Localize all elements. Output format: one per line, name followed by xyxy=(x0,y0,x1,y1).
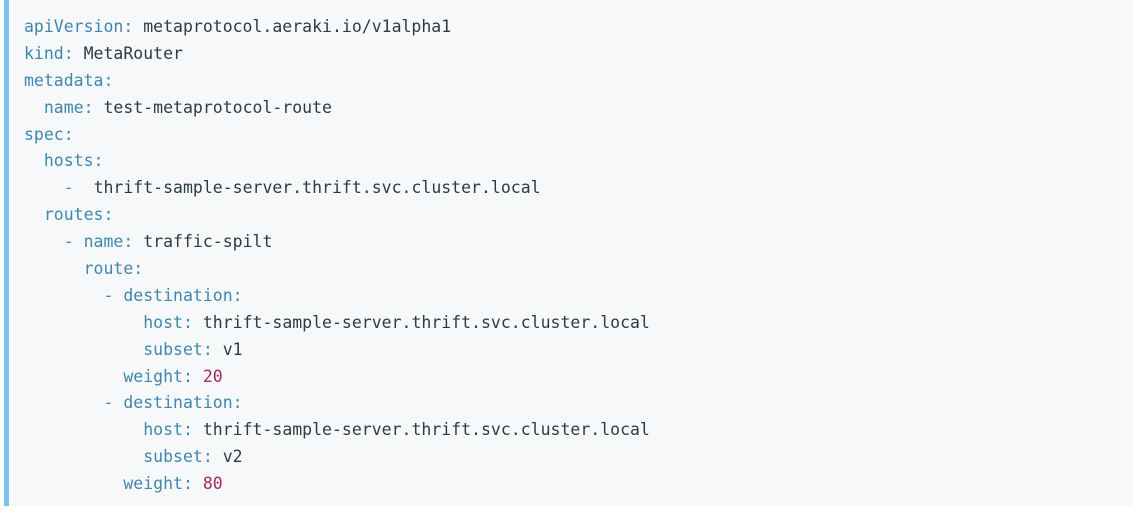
yaml-key: weight xyxy=(123,474,183,494)
code-indent xyxy=(24,393,103,412)
yaml-key: destination xyxy=(123,393,233,413)
code-space xyxy=(133,17,143,36)
yaml-key: hosts xyxy=(43,151,94,171)
code-block[interactable]: apiVersion: metaprotocol.aeraki.io/v1alp… xyxy=(4,0,1133,506)
yaml-colon: : xyxy=(202,339,213,359)
code-line: kind: MetaRouter xyxy=(24,41,1133,68)
code-indent xyxy=(24,232,64,251)
yaml-scalar-value: MetaRouter xyxy=(83,43,183,63)
code-line: subset: v2 xyxy=(24,444,1133,471)
yaml-colon: : xyxy=(232,393,243,413)
code-indent xyxy=(24,205,44,224)
code-space xyxy=(133,232,143,251)
yaml-scalar-value: thrift-sample-server.thrift.svc.cluster.… xyxy=(93,178,541,198)
code-indent xyxy=(24,447,143,466)
yaml-scalar-value: thrift-sample-server.thrift.svc.cluster.… xyxy=(202,420,650,440)
code-space xyxy=(193,474,203,493)
code-line: hosts: xyxy=(24,148,1133,175)
code-indent xyxy=(24,313,143,332)
yaml-key: name xyxy=(83,232,124,252)
code-space xyxy=(94,98,104,117)
code-space xyxy=(74,44,84,63)
yaml-colon: : xyxy=(63,43,74,63)
code-line: subset: v1 xyxy=(24,337,1133,364)
code-indent xyxy=(24,259,84,278)
code-line: spec: xyxy=(24,122,1133,149)
yaml-colon: : xyxy=(123,232,134,252)
code-space xyxy=(193,420,203,439)
yaml-number-value: 20 xyxy=(202,366,223,386)
yaml-sequence-dash: - xyxy=(103,285,124,305)
code-line: name: test-metaprotocol-route xyxy=(24,95,1133,122)
yaml-scalar-value: test-metaprotocol-route xyxy=(103,97,332,117)
yaml-key: weight xyxy=(123,366,183,386)
yaml-sequence-dash: - xyxy=(63,178,84,198)
yaml-key: routes xyxy=(43,205,104,225)
yaml-key: route xyxy=(83,259,134,279)
code-indent xyxy=(24,340,143,359)
yaml-colon: : xyxy=(182,312,193,332)
yaml-sequence-dash: - xyxy=(103,393,124,413)
yaml-key: apiVersion xyxy=(24,17,124,36)
yaml-colon: : xyxy=(232,285,243,305)
yaml-scalar-value: thrift-sample-server.thrift.svc.cluster.… xyxy=(202,312,650,332)
code-indent xyxy=(24,420,143,439)
yaml-key: host xyxy=(143,312,183,332)
code-indent xyxy=(24,178,64,197)
yaml-colon: : xyxy=(202,447,213,467)
code-line: - destination: xyxy=(24,283,1133,310)
code-space xyxy=(84,178,94,197)
code-line: weight: 20 xyxy=(24,364,1133,391)
yaml-scalar-value: traffic-spilt xyxy=(143,232,273,252)
code-line: route: xyxy=(24,256,1133,283)
yaml-key: destination xyxy=(123,285,233,305)
yaml-scalar-value: v2 xyxy=(222,447,243,467)
code-line: - thrift-sample-server.thrift.svc.cluste… xyxy=(24,175,1133,202)
code-space xyxy=(193,367,203,386)
yaml-colon: : xyxy=(182,420,193,440)
yaml-colon: : xyxy=(103,70,114,90)
yaml-key: kind xyxy=(24,43,64,63)
yaml-colon: : xyxy=(133,259,144,279)
yaml-colon: : xyxy=(83,97,94,117)
yaml-colon: : xyxy=(93,151,104,171)
code-line: host: thrift-sample-server.thrift.svc.cl… xyxy=(24,310,1133,337)
yaml-colon: : xyxy=(123,17,134,36)
code-indent xyxy=(24,474,123,493)
yaml-key: subset xyxy=(143,339,203,359)
code-indent xyxy=(24,151,44,170)
yaml-key: metadata xyxy=(24,70,104,90)
yaml-colon: : xyxy=(63,124,74,144)
code-line: apiVersion: metaprotocol.aeraki.io/v1alp… xyxy=(24,14,1133,41)
code-space xyxy=(193,313,203,332)
code-line: weight: 80 xyxy=(24,471,1133,498)
yaml-key: spec xyxy=(24,124,64,144)
code-space xyxy=(213,340,223,359)
yaml-sequence-dash: - xyxy=(63,232,84,252)
yaml-colon: : xyxy=(182,366,193,386)
yaml-scalar-value: metaprotocol.aeraki.io/v1alpha1 xyxy=(143,17,452,36)
yaml-colon: : xyxy=(182,474,193,494)
code-line: host: thrift-sample-server.thrift.svc.cl… xyxy=(24,417,1133,444)
code-indent xyxy=(24,286,103,305)
code-line: - name: traffic-spilt xyxy=(24,229,1133,256)
code-indent xyxy=(24,98,44,117)
code-indent xyxy=(24,367,123,386)
code-line: - destination: xyxy=(24,390,1133,417)
code-line: metadata: xyxy=(24,68,1133,95)
yaml-number-value: 80 xyxy=(202,474,223,494)
code-space xyxy=(213,447,223,466)
yaml-key: subset xyxy=(143,447,203,467)
code-line: routes: xyxy=(24,202,1133,229)
yaml-scalar-value: v1 xyxy=(222,339,243,359)
yaml-colon: : xyxy=(103,205,114,225)
yaml-key: name xyxy=(43,97,84,117)
yaml-key: host xyxy=(143,420,183,440)
yaml-code-content[interactable]: apiVersion: metaprotocol.aeraki.io/v1alp… xyxy=(9,0,1133,498)
